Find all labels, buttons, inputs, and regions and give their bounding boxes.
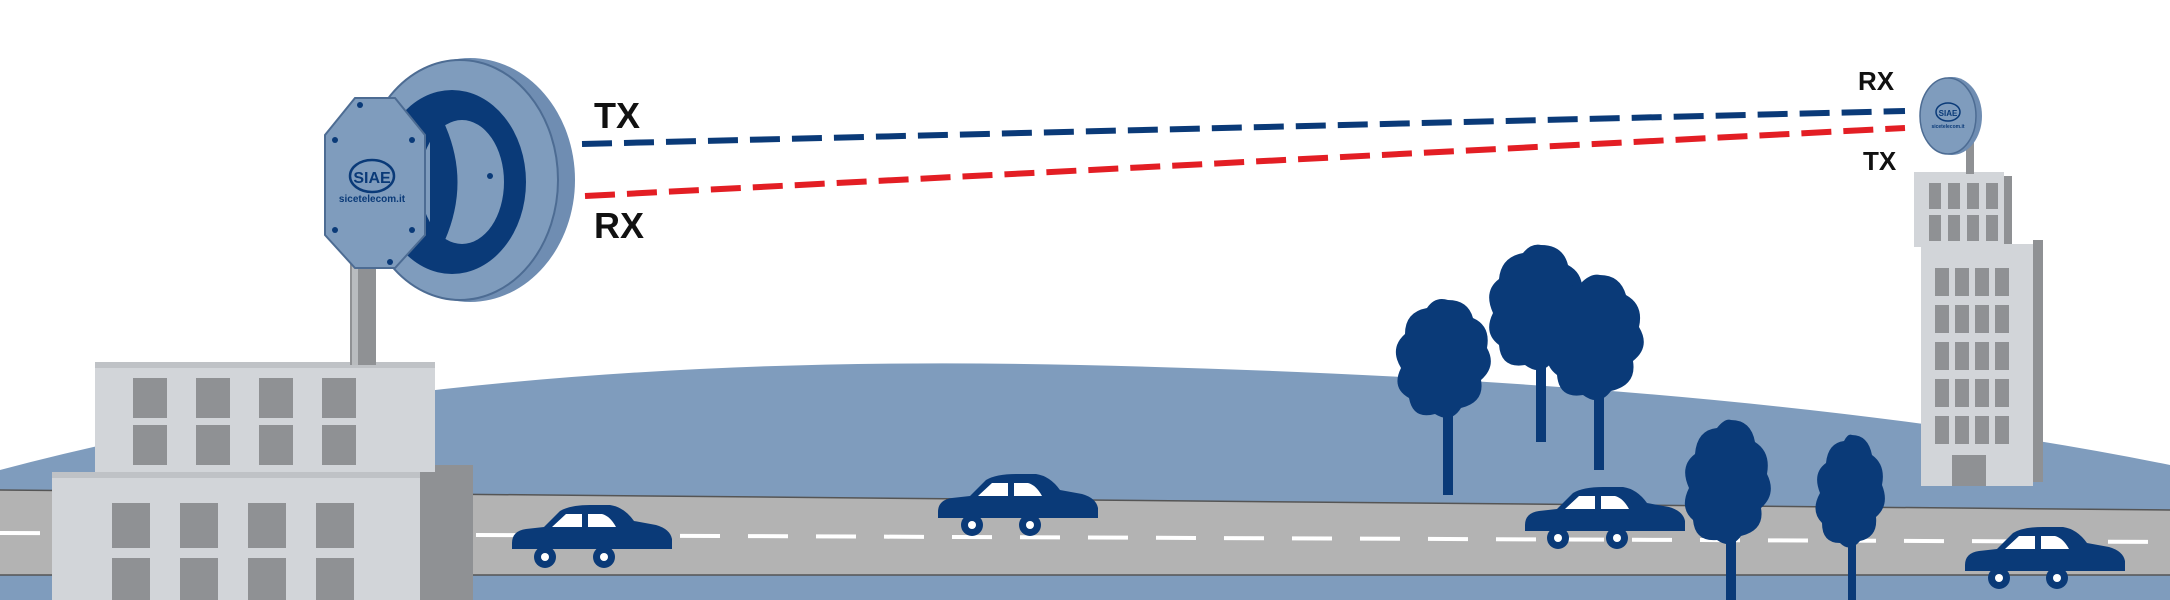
right-antenna: SIAE sicetelecom.it xyxy=(1919,77,1982,155)
car xyxy=(1965,527,2125,589)
right-rx-label: RX xyxy=(1858,66,1895,96)
car xyxy=(938,474,1098,536)
tx-link-line xyxy=(581,108,1906,147)
right-brand-logo-text: SIAE xyxy=(1939,109,1958,118)
tree xyxy=(1815,434,1885,600)
right-brand-name: sicetelecom.it xyxy=(1931,124,1964,130)
tree xyxy=(1395,299,1491,495)
left-tx-label: TX xyxy=(594,95,640,136)
tree xyxy=(1547,274,1644,470)
right-tx-label: TX xyxy=(1863,146,1897,176)
right-antenna-pole xyxy=(1966,140,1974,174)
brand-name: sicetelecom.it xyxy=(339,194,406,205)
car xyxy=(512,505,672,568)
car xyxy=(1525,487,1685,549)
left-antenna-logo: SIAE sicetelecom.it xyxy=(339,158,406,205)
rx-link-line xyxy=(584,125,1906,199)
brand-logo-text: SIAE xyxy=(353,170,391,187)
right-tower-building xyxy=(1914,172,2043,486)
left-building xyxy=(52,362,473,600)
left-rx-label: RX xyxy=(594,205,644,246)
tree xyxy=(1684,419,1771,600)
left-antenna: SIAE sicetelecom.it xyxy=(324,58,575,302)
